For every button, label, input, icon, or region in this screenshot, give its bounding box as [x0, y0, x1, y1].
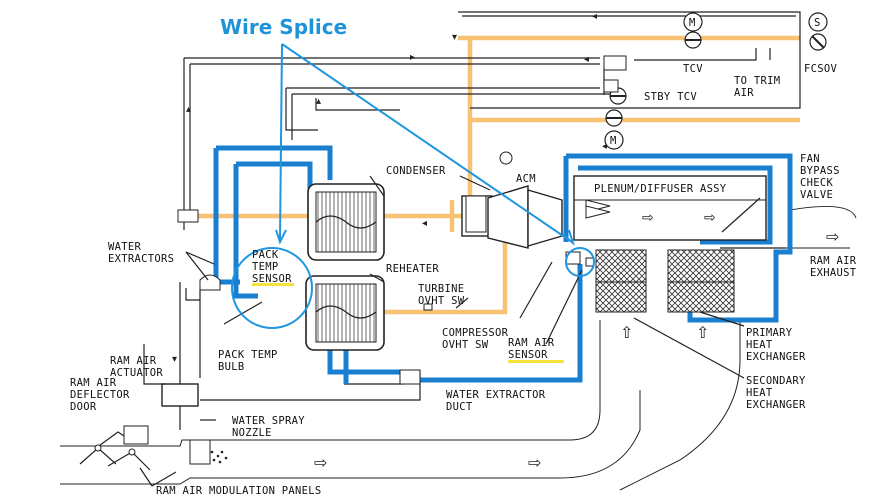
- svg-text:⇨: ⇨: [704, 210, 716, 226]
- label-pack-temp-sensor-3: SENSOR: [252, 273, 292, 285]
- airflow-outline-arrows: ⇧ ⇧ ⇨ ⇨ ⇨: [314, 227, 839, 472]
- label-secondary-hx-3: EXCHANGER: [746, 399, 806, 411]
- label-water-extractors-2: EXTRACTORS: [108, 253, 174, 265]
- svg-text:⇨: ⇨: [642, 210, 654, 226]
- wire-splice-title: Wire Splice: [220, 15, 347, 39]
- svg-text:▾: ▾: [172, 354, 177, 365]
- label-water-spray-1: WATER SPRAY: [232, 415, 305, 427]
- label-ram-deflector-3: DOOR: [70, 401, 97, 413]
- label-primary-hx-3: EXCHANGER: [746, 351, 806, 363]
- svg-text:⇨: ⇨: [314, 453, 327, 472]
- label-pack-temp-bulb-1: PACK TEMP: [218, 349, 278, 361]
- label-ram-deflector-2: DEFLECTOR: [70, 389, 130, 401]
- label-modulation-panels: RAM AIR MODULATION PANELS: [156, 485, 322, 497]
- ram-air-deflector-door: [79, 425, 151, 471]
- label-secondary-hx-1: SECONDARY: [746, 375, 806, 387]
- label-ram-air-sensor-1: RAM AIR: [508, 337, 555, 349]
- label-water-extractors-1: WATER: [108, 241, 141, 253]
- label-pack-temp-bulb-2: BULB: [218, 361, 245, 373]
- svg-text:◂: ◂: [584, 54, 589, 65]
- wire-splice-callout: Wire Splice: [220, 15, 595, 329]
- svg-text:⇨: ⇨: [528, 453, 541, 472]
- label-stby-tcv: STBY TCV: [644, 91, 697, 103]
- heat-exchangers: [595, 249, 735, 313]
- label-water-extractor-duct-2: DUCT: [446, 401, 473, 413]
- label-primary-hx-2: HEAT: [746, 339, 773, 351]
- condenser: [307, 183, 385, 261]
- label-fcsov: FCSOV: [804, 63, 837, 75]
- svg-text:◂: ◂: [592, 11, 597, 22]
- stby-tcv-motor-symbol: M: [610, 135, 617, 147]
- label-fan-bypass-3: CHECK: [800, 177, 833, 189]
- label-water-extractor-duct-1: WATER EXTRACTOR: [446, 389, 546, 401]
- label-acm: ACM: [516, 173, 536, 185]
- label-turbine-ovht-1: TURBINE: [418, 283, 464, 295]
- label-secondary-hx-2: HEAT: [746, 387, 773, 399]
- valves: [161, 12, 828, 465]
- fcsov-solenoid-symbol: S: [814, 17, 821, 29]
- label-compressor-ovht-1: COMPRESSOR: [442, 327, 509, 339]
- label-fan-bypass-1: FAN: [800, 153, 820, 165]
- label-ram-air-exhaust-2: EXHAUST: [810, 267, 857, 279]
- label-ram-air-exhaust-1: RAM AIR: [810, 255, 857, 267]
- svg-text:▸: ▸: [410, 52, 415, 63]
- label-ram-deflector-1: RAM AIR: [70, 377, 117, 389]
- svg-text:◂: ◂: [422, 218, 427, 229]
- label-to-trim-air-1: TO TRIM: [734, 75, 780, 87]
- label-condenser: CONDENSER: [386, 165, 446, 177]
- label-ram-air-sensor-2: SENSOR: [508, 349, 548, 361]
- label-turbine-ovht-2: OVHT SW: [418, 295, 465, 307]
- label-ram-air-actuator-1: RAM AIR: [110, 355, 157, 367]
- acm: [461, 151, 563, 249]
- label-compressor-ovht-2: OVHT SW: [442, 339, 489, 351]
- label-fan-bypass-2: BYPASS: [800, 165, 840, 177]
- svg-text:⇧: ⇧: [620, 323, 633, 342]
- label-pack-temp-sensor-1: PACK: [252, 249, 279, 261]
- svg-text:▴: ▴: [316, 96, 321, 107]
- water-spray-dots: [210, 450, 228, 464]
- svg-text:◂: ◂: [602, 141, 607, 152]
- reheater: [305, 275, 385, 351]
- plenum-diffuser: ⇨ ⇨: [573, 175, 767, 241]
- label-water-spray-2: NOZZLE: [232, 427, 272, 439]
- ram-air-sensor-highlight-circle: [565, 247, 595, 277]
- svg-text:▴: ▴: [186, 104, 191, 115]
- ram-air-sensor-highlight: [508, 360, 564, 363]
- pack-temp-sensor-highlight-circle: [231, 247, 313, 329]
- label-primary-hx-1: PRIMARY: [746, 327, 793, 339]
- label-reheater: REHEATER: [386, 263, 439, 275]
- tcv-motor-symbol: M: [689, 17, 696, 29]
- label-fan-bypass-4: VALVE: [800, 189, 833, 201]
- label-tcv: TCV: [683, 63, 703, 75]
- svg-text:⇧: ⇧: [696, 323, 709, 342]
- label-ram-air-actuator-2: ACTUATOR: [110, 367, 163, 379]
- label-pack-temp-sensor-2: TEMP: [252, 261, 279, 273]
- pack-temp-sensor-highlight: [252, 283, 294, 286]
- leader-lines: [139, 175, 761, 487]
- label-plenum: PLENUM/DIFFUSER ASSY: [594, 183, 727, 195]
- label-to-trim-air-2: AIR: [734, 87, 754, 99]
- svg-text:⇨: ⇨: [826, 227, 839, 246]
- svg-text:▾: ▾: [452, 32, 457, 43]
